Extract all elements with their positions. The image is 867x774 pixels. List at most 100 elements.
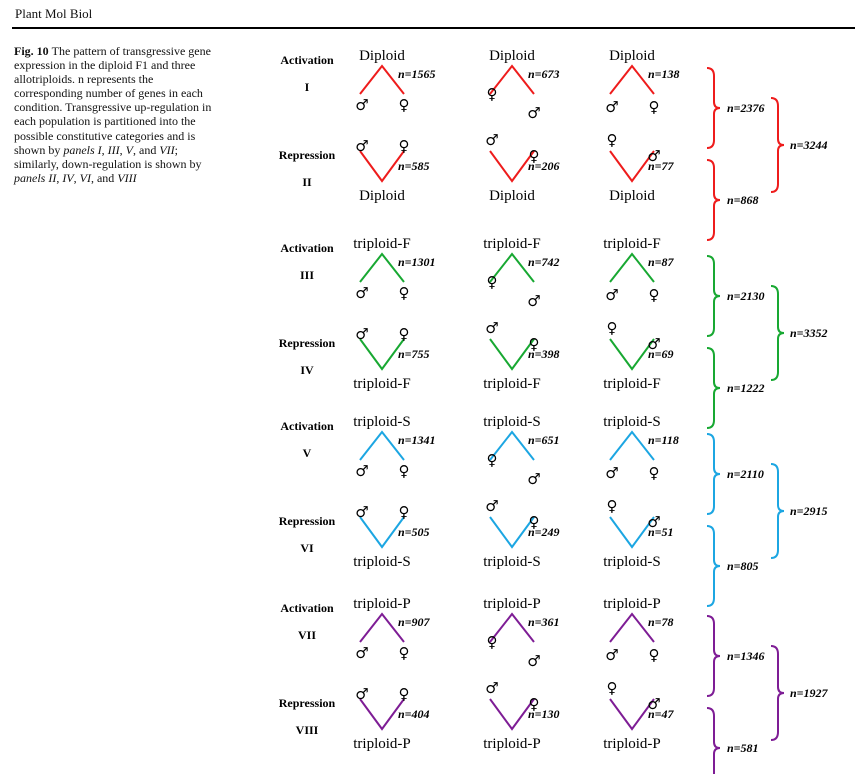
male-parent-symbol: ♂ bbox=[647, 147, 660, 165]
population-label: triploid-P bbox=[603, 736, 661, 752]
caption-part: V bbox=[125, 142, 134, 157]
row-roman-label: VIII bbox=[296, 723, 319, 737]
female-parent-symbol: ♀ bbox=[399, 96, 410, 114]
female-parent-symbol: ♀ bbox=[399, 325, 410, 343]
male-parent-symbol: ♂ bbox=[605, 646, 618, 664]
male-parent-symbol: ♂ bbox=[647, 695, 660, 713]
gene-count-label: n=1565 bbox=[398, 67, 436, 81]
caption-part: panels II bbox=[14, 170, 57, 185]
male-parent-symbol: ♂ bbox=[605, 464, 618, 482]
male-parent-symbol: ♂ bbox=[355, 137, 368, 155]
row-total-brace bbox=[706, 255, 721, 337]
population-label: triploid-P bbox=[353, 736, 411, 752]
male-parent-symbol: ♂ bbox=[355, 462, 368, 480]
population-label: triploid-P bbox=[483, 736, 541, 752]
activation-peak-line bbox=[489, 612, 535, 643]
row-type-label: Activation bbox=[280, 601, 334, 615]
female-parent-symbol: ♀ bbox=[487, 273, 498, 291]
female-parent-symbol: ♀ bbox=[607, 131, 618, 149]
male-parent-symbol: ♂ bbox=[355, 96, 368, 114]
row-total-label: n=868 bbox=[727, 193, 759, 207]
gene-count-label: n=742 bbox=[528, 255, 560, 269]
female-parent-symbol: ♀ bbox=[649, 98, 660, 116]
female-parent-symbol: ♀ bbox=[399, 137, 410, 155]
activation-peak-line bbox=[489, 430, 535, 461]
row-total-brace bbox=[706, 347, 721, 429]
row-total-brace bbox=[706, 67, 721, 149]
female-parent-symbol: ♀ bbox=[529, 147, 540, 165]
row-type-label: Activation bbox=[280, 53, 334, 67]
caption-part: VII bbox=[159, 142, 175, 157]
repression-valley-line bbox=[609, 338, 655, 371]
population-label: triploid-F bbox=[353, 236, 411, 252]
female-parent-symbol: ♀ bbox=[399, 462, 410, 480]
activation-peak-line bbox=[489, 252, 535, 283]
row-roman-label: III bbox=[300, 268, 314, 282]
male-parent-symbol: ♂ bbox=[485, 319, 498, 337]
header-rule bbox=[12, 27, 855, 29]
row-type-label: Repression bbox=[279, 336, 336, 350]
male-parent-symbol: ♂ bbox=[605, 98, 618, 116]
female-parent-symbol: ♀ bbox=[399, 503, 410, 521]
gene-count-label: n=118 bbox=[648, 433, 679, 447]
male-parent-symbol: ♂ bbox=[647, 513, 660, 531]
repression-valley-line bbox=[489, 698, 535, 731]
female-parent-symbol: ♀ bbox=[607, 497, 618, 515]
group-total-brace bbox=[770, 645, 785, 741]
gene-count-label: n=130 bbox=[528, 707, 560, 721]
figure-caption: Fig. 10 The pattern of transgressive gen… bbox=[14, 44, 219, 185]
population-label: triploid-S bbox=[353, 554, 411, 570]
female-parent-symbol: ♀ bbox=[529, 695, 540, 713]
male-parent-symbol: ♂ bbox=[527, 104, 540, 122]
row-total-brace bbox=[706, 707, 721, 774]
row-total-brace bbox=[706, 615, 721, 697]
row-type-label: Repression bbox=[279, 514, 336, 528]
population-label: Diploid bbox=[489, 188, 535, 204]
male-parent-symbol: ♂ bbox=[527, 470, 540, 488]
population-label: Diploid bbox=[489, 48, 535, 64]
group-total-label: n=3244 bbox=[790, 138, 828, 152]
population-label: triploid-F bbox=[483, 236, 541, 252]
female-parent-symbol: ♀ bbox=[487, 85, 498, 103]
row-roman-label: II bbox=[302, 175, 312, 189]
repression-valley-line bbox=[609, 698, 655, 731]
male-parent-symbol: ♂ bbox=[485, 131, 498, 149]
caption-part: VI bbox=[79, 170, 91, 185]
activation-peak-line bbox=[609, 64, 655, 95]
gene-count-label: n=1301 bbox=[398, 255, 436, 269]
population-label: triploid-F bbox=[483, 376, 541, 392]
gene-count-label: n=585 bbox=[398, 159, 430, 173]
caption-body: The pattern of transgressive gene expres… bbox=[14, 44, 211, 185]
male-parent-symbol: ♂ bbox=[355, 644, 368, 662]
male-parent-symbol: ♂ bbox=[355, 503, 368, 521]
gene-count-label: n=69 bbox=[648, 347, 674, 361]
activation-peak-line bbox=[359, 612, 405, 643]
gene-count-label: n=47 bbox=[648, 707, 675, 721]
population-label: Diploid bbox=[359, 188, 405, 204]
activation-peak-line bbox=[609, 430, 655, 461]
gene-count-label: n=673 bbox=[528, 67, 560, 81]
row-total-brace bbox=[706, 433, 721, 515]
repression-valley-line bbox=[359, 150, 405, 183]
caption-part: III bbox=[107, 142, 120, 157]
population-label: triploid-P bbox=[483, 596, 541, 612]
activation-peak-line bbox=[359, 64, 405, 95]
population-label: Diploid bbox=[359, 48, 405, 64]
row-total-label: n=1346 bbox=[727, 649, 765, 663]
figure-label: Fig. 10 bbox=[14, 44, 49, 58]
male-parent-symbol: ♂ bbox=[605, 286, 618, 304]
female-parent-symbol: ♀ bbox=[399, 284, 410, 302]
population-label: triploid-S bbox=[353, 414, 411, 430]
population-label: Diploid bbox=[609, 48, 655, 64]
population-label: triploid-S bbox=[603, 554, 661, 570]
female-parent-symbol: ♀ bbox=[607, 679, 618, 697]
gene-count-label: n=78 bbox=[648, 615, 674, 629]
row-total-label: n=2130 bbox=[727, 289, 765, 303]
gene-count-label: n=361 bbox=[528, 615, 560, 629]
repression-valley-line bbox=[489, 150, 535, 183]
row-total-label: n=2376 bbox=[727, 101, 765, 115]
group-total-brace bbox=[770, 463, 785, 559]
caption-part: , bbox=[56, 170, 63, 185]
group-total-label: n=1927 bbox=[790, 686, 829, 700]
population-label: Diploid bbox=[609, 188, 655, 204]
